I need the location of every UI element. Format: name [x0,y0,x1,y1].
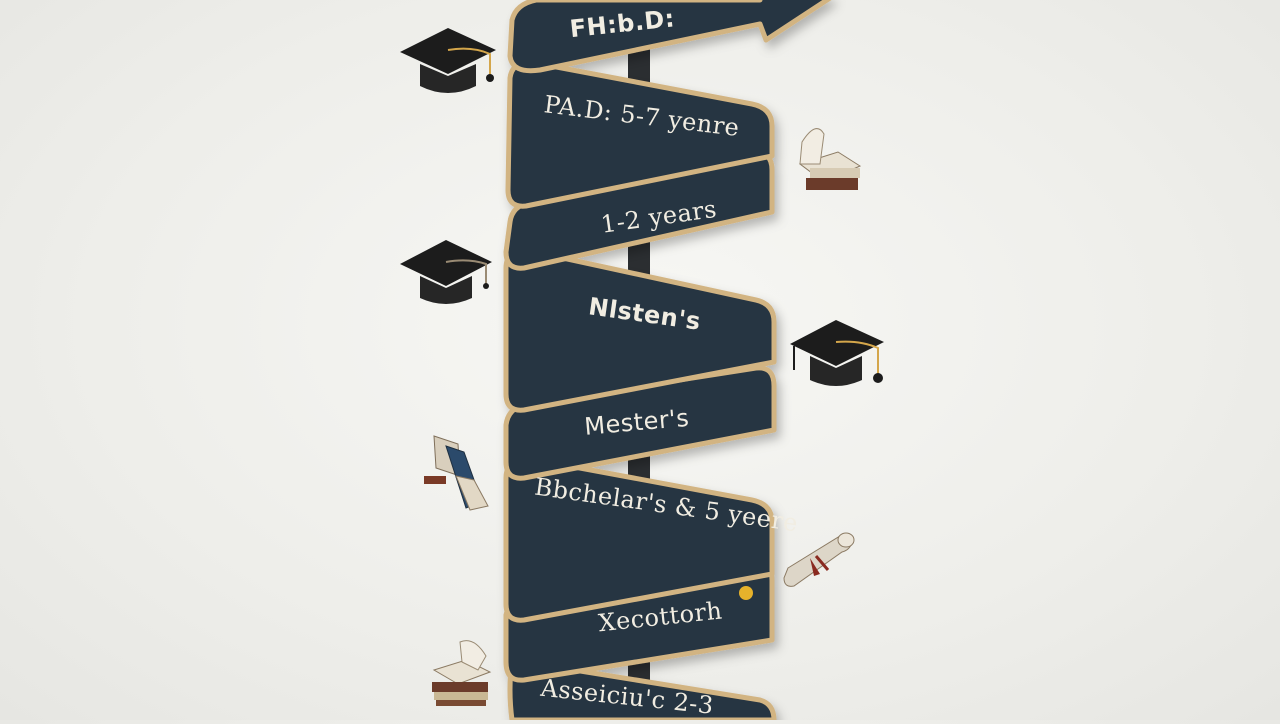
book-stack-icon [432,640,492,706]
graduation-cap-icon [400,28,496,93]
diploma-scroll-icon [783,532,855,587]
folded-diploma-icon [424,435,489,511]
ribbon-segment-top-arrow [507,0,832,74]
open-book-icon [798,128,862,190]
graduation-cap-icon [400,240,492,304]
graduation-cap-icon [790,320,884,386]
marker-dot [739,586,753,600]
ribbon-path [503,0,832,723]
